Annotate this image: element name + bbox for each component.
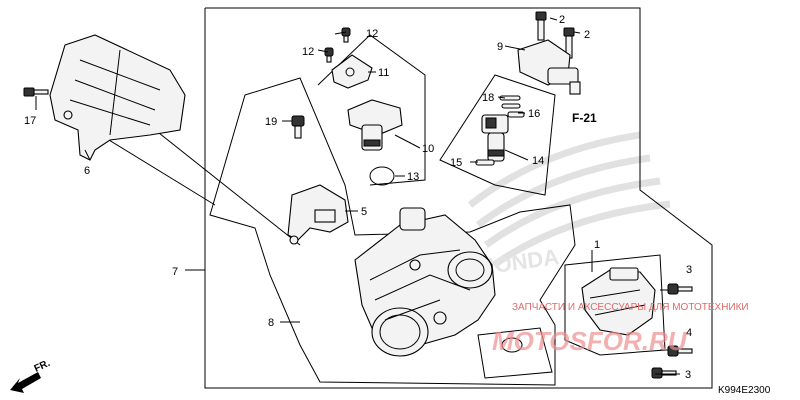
part-9-holder — [517, 39, 581, 95]
label-part-17: 17 — [24, 115, 36, 127]
part-6-cover — [49, 34, 186, 161]
part-19-screw — [291, 115, 305, 139]
part-13-oring — [369, 166, 395, 186]
part-3-bolt-b — [651, 367, 677, 379]
part-5-bracket — [287, 184, 349, 245]
watermark-brand: MOTOSFOR.RU — [492, 326, 688, 356]
frame-outline — [204, 7, 713, 389]
direction-label: FR. — [33, 358, 52, 375]
label-part-8: 8 — [268, 317, 274, 329]
label-part-16: 16 — [528, 108, 540, 120]
label-part-4: 4 — [686, 327, 692, 339]
label-part-5: 5 — [361, 206, 367, 218]
label-part-15: 15 — [450, 157, 462, 169]
leader-lines — [35, 17, 680, 375]
part-12-screw-b — [324, 47, 334, 63]
part-1-motor — [581, 267, 656, 336]
honda-logo-watermark: HONDA — [467, 131, 671, 280]
label-part-3a: 3 — [686, 264, 692, 276]
guide-sensor-group — [317, 34, 426, 186]
front-direction-arrow-icon: FR. — [10, 358, 52, 393]
part-3-bolt-a — [667, 283, 693, 295]
part-4-bolt — [667, 345, 693, 357]
label-part-12a: 12 — [366, 28, 378, 40]
part-15-seal — [475, 159, 495, 166]
throttle-assembly-boundary — [209, 77, 576, 386]
label-part-12b: 12 — [302, 46, 314, 58]
part-11-plate — [331, 54, 373, 89]
guide-motor-group — [564, 254, 666, 356]
part-17-bolt — [23, 87, 49, 97]
part-14-injector — [481, 114, 509, 162]
label-part-7: 7 — [172, 266, 178, 278]
part-12-screw-a — [341, 27, 351, 43]
watermark-caption: ЗАПЧАСТИ И АКСЕССУАРЫ ДЛЯ МОТОТЕХНИКИ — [512, 302, 749, 313]
label-part-2b: 2 — [584, 29, 590, 41]
label-part-9: 9 — [497, 41, 503, 53]
throttle-body — [354, 207, 496, 357]
part-18-ring — [499, 95, 521, 109]
part-10-sensor — [347, 99, 403, 151]
part-2-bolt-b — [563, 27, 575, 59]
label-part-14: 14 — [532, 155, 544, 167]
label-part-3b: 3 — [685, 369, 691, 381]
label-part-13: 13 — [407, 171, 419, 183]
label-part-18: 18 — [482, 92, 494, 104]
part-oring-small — [501, 337, 523, 353]
guide-injector-group — [439, 74, 556, 196]
guide-oring-group — [477, 327, 553, 379]
label-part-10: 10 — [422, 143, 434, 155]
label-part-6: 6 — [84, 165, 90, 177]
label-part-19: 19 — [265, 116, 277, 128]
diagram-code: K994E2300 — [718, 385, 771, 396]
label-part-2a: 2 — [559, 14, 565, 26]
label-part-11: 11 — [378, 67, 389, 79]
part-2-bolt-a — [535, 11, 547, 41]
label-part-1: 1 — [594, 239, 600, 251]
reference-label: F-21 — [572, 111, 597, 125]
